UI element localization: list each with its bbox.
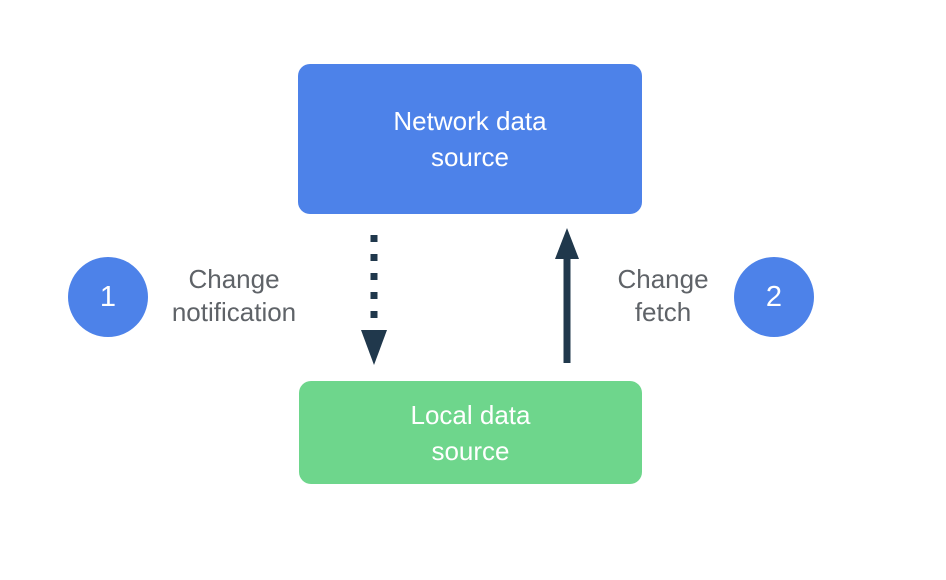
step-1-number: 1 bbox=[99, 280, 117, 313]
local-node-label: Local data source bbox=[410, 399, 531, 466]
network-node-label: Network data source bbox=[393, 106, 547, 172]
step-2-number: 2 bbox=[765, 280, 783, 313]
down-arrowhead-icon bbox=[361, 330, 387, 365]
step-1-badge: 1 bbox=[68, 257, 148, 337]
change-fetch-arrow bbox=[555, 228, 579, 363]
change-fetch-label: Change fetch bbox=[617, 264, 709, 327]
solid-arrow-shaft bbox=[563, 253, 571, 363]
network-data-source-node: Network data source bbox=[298, 64, 642, 214]
change-notification-arrow bbox=[361, 235, 387, 365]
step-2-badge: 2 bbox=[734, 257, 814, 337]
change-notification-label: Change notification bbox=[171, 264, 297, 327]
up-arrowhead-icon bbox=[555, 228, 579, 259]
local-data-source-node: Local data source bbox=[299, 381, 642, 484]
